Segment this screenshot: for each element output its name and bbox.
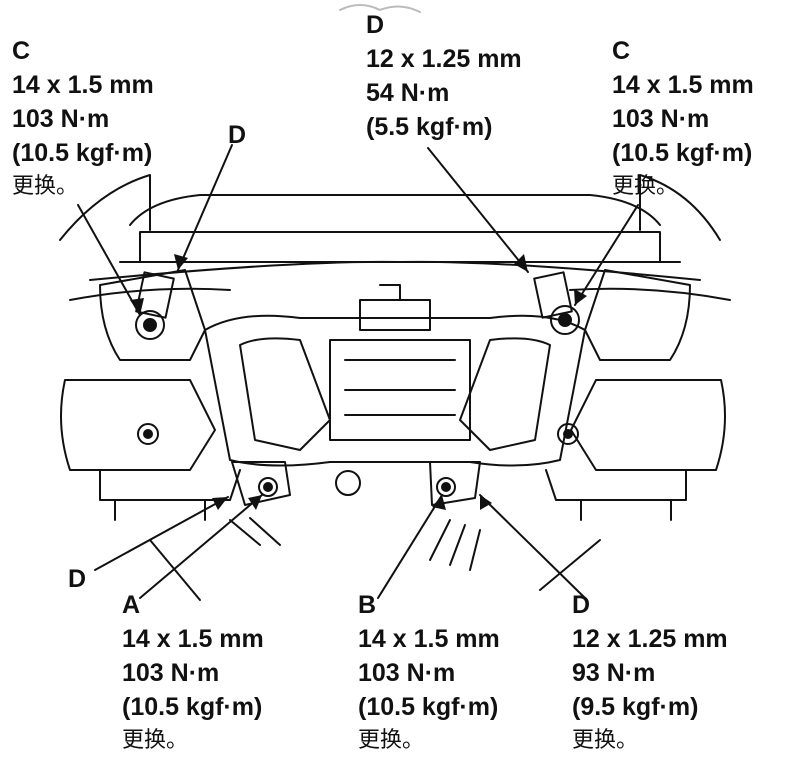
leader-bottom-a (139, 494, 263, 599)
callout-top-right-c: C 14 x 1.5 mm 103 N·m (10.5 kgf·m) 更换。 (612, 34, 754, 204)
body-outline-left (59, 174, 151, 241)
bolt-size: 12 x 1.25 mm (366, 45, 522, 73)
callout-bottom-left-d: D (68, 562, 86, 596)
replace-note: 更换。 (612, 174, 679, 199)
replace-note: 更换。 (12, 174, 79, 199)
leader-bottom-left-d (94, 496, 229, 571)
torque-nm: 103 N·m (612, 105, 710, 133)
crossmember (139, 231, 661, 263)
replace-note: 更换。 (358, 728, 425, 753)
torque-kgf: (10.5 kgf·m) (122, 693, 263, 721)
bolt-size: 14 x 1.5 mm (358, 625, 500, 653)
subframe-center (204, 314, 586, 467)
right-control-arm (570, 379, 726, 471)
bolt-size: 14 x 1.5 mm (612, 71, 754, 99)
torque-nm: 103 N·m (358, 659, 456, 687)
callout-letter: A (122, 591, 141, 619)
leader-top-left-c (77, 204, 141, 316)
callout-letter: B (358, 591, 377, 619)
callout-bottom-a: A 14 x 1.5 mm 103 N·m (10.5 kgf·m) 更换。 (122, 588, 264, 758)
torque-nm: 54 N·m (366, 79, 450, 107)
bolt-size: 14 x 1.5 mm (12, 71, 154, 99)
bolt-size: 12 x 1.25 mm (572, 625, 728, 653)
callout-letter: C (12, 37, 31, 65)
right-mount-bracket (584, 269, 691, 361)
callout-top-left-d: D (228, 118, 246, 152)
torque-kgf: (10.5 kgf·m) (358, 693, 499, 721)
callout-top-left-c: C 14 x 1.5 mm 103 N·m (10.5 kgf·m) 更换。 (12, 34, 154, 204)
leader-bottom-b (377, 494, 443, 599)
torque-nm: 93 N·m (572, 659, 656, 687)
callout-top-center-d: D 12 x 1.25 mm 54 N·m (5.5 kgf·m) (366, 8, 522, 144)
replace-note: 更换。 (572, 728, 639, 753)
torque-nm: 103 N·m (12, 105, 110, 133)
callout-letter: C (612, 37, 631, 65)
callout-letter: D (572, 591, 591, 619)
lower-mount-b (429, 461, 481, 506)
torque-kgf: (5.5 kgf·m) (366, 113, 493, 141)
torque-kgf: (9.5 kgf·m) (572, 693, 699, 721)
callout-letter: D (68, 565, 87, 593)
callout-bottom-d: D 12 x 1.25 mm 93 N·m (9.5 kgf·m) 更换。 (572, 588, 728, 758)
torque-kgf: (10.5 kgf·m) (612, 139, 753, 167)
torque-nm: 103 N·m (122, 659, 220, 687)
torque-kgf: (10.5 kgf·m) (12, 139, 153, 167)
replace-note: 更换。 (122, 728, 189, 753)
callout-bottom-b: B 14 x 1.5 mm 103 N·m (10.5 kgf·m) 更换。 (358, 588, 500, 758)
left-control-arm (60, 379, 216, 471)
callout-letter: D (366, 11, 385, 39)
callout-letter: D (228, 121, 247, 149)
bolt-size: 14 x 1.5 mm (122, 625, 264, 653)
lower-mount-a (231, 461, 291, 506)
leader-top-left-d (177, 144, 233, 271)
left-mount-bracket (99, 269, 206, 361)
leader-bottom-d (479, 494, 586, 599)
body-outline-right (639, 174, 721, 241)
leader-top-center-d (427, 147, 529, 273)
leader-top-right-c (574, 204, 639, 306)
